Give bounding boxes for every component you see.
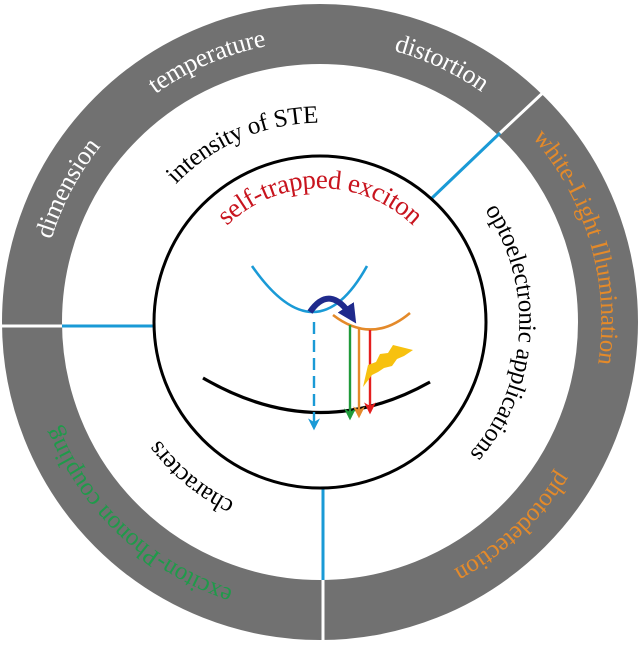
outer-divider-top-right (498, 86, 550, 135)
trapping-arrow-icon (307, 295, 357, 324)
lightning-icon (363, 345, 413, 387)
inner-circle (152, 154, 488, 490)
ste-curve (332, 312, 411, 331)
energy-diagram (202, 265, 431, 431)
mid-label-optoelectronic: optoelectronic applications (465, 199, 540, 468)
inner-divider-top-right (430, 131, 502, 200)
ground-state-curve (202, 376, 431, 415)
outer-ring (2, 4, 638, 640)
free-exciton-curve (250, 265, 369, 314)
mid-label-characters: characters (142, 436, 237, 521)
